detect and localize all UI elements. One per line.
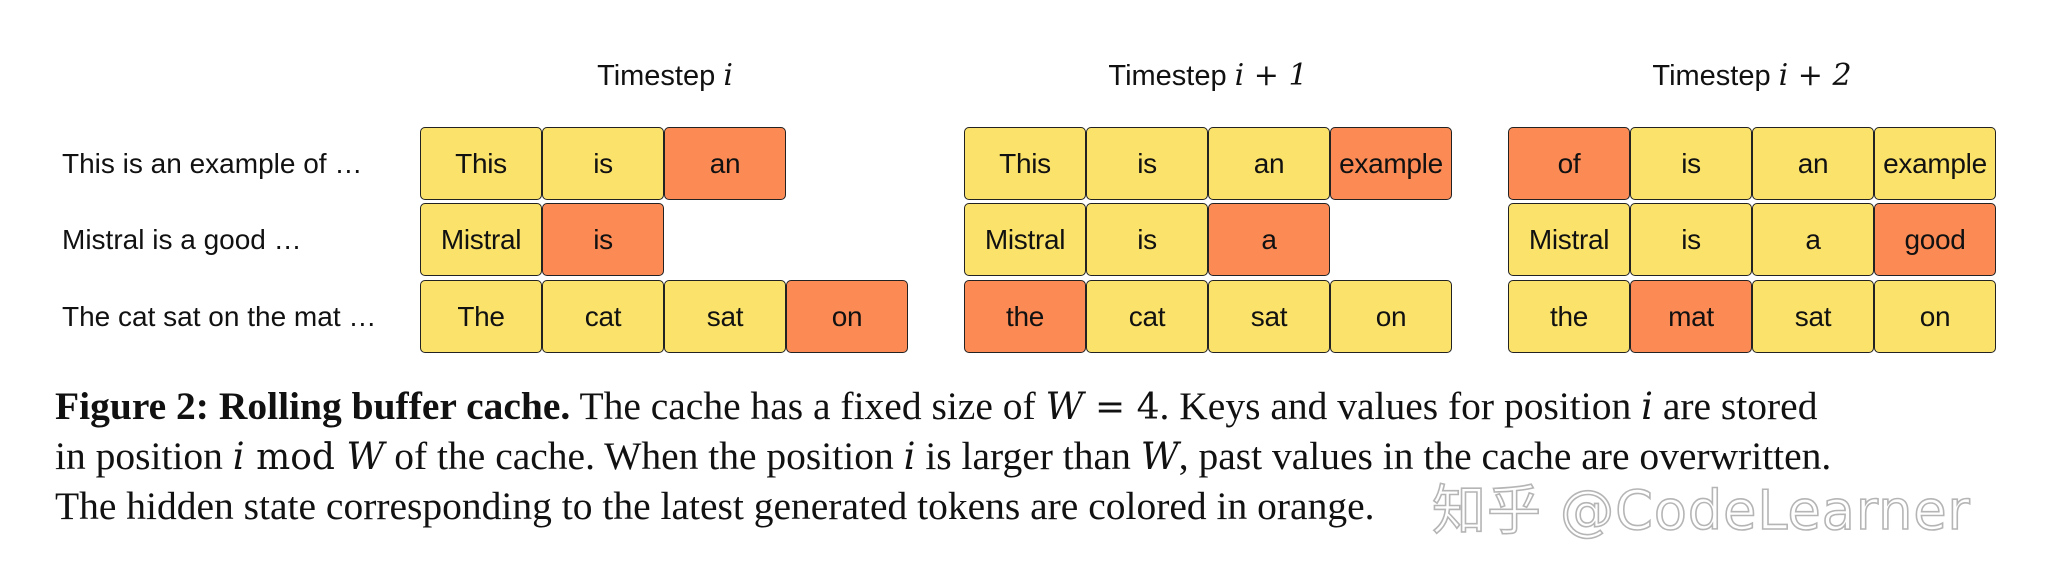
cache-cell: mat: [1630, 280, 1752, 353]
panel-title-text: Timestep: [1108, 60, 1235, 92]
cache-cell: the: [1508, 280, 1630, 353]
cache-cell: The: [420, 280, 542, 353]
caption-math: mod: [244, 437, 347, 478]
cache-cell: sat: [664, 280, 786, 353]
caption-label: Figure 2:: [55, 384, 209, 428]
cache-cell: Mistral: [420, 203, 542, 276]
cache-cell: This: [420, 127, 542, 200]
caption-math: W: [1045, 385, 1084, 428]
row-label-sequence-1: This is an example of …: [62, 148, 363, 179]
caption-math: i: [232, 435, 245, 478]
panel-title-text: Timestep: [1652, 60, 1779, 92]
panel-title-math: i + 1: [1234, 58, 1308, 93]
caption-math: i: [1641, 385, 1653, 428]
caption-line-3: The hidden state corresponding to the la…: [55, 484, 1375, 528]
caption-math: W: [346, 435, 385, 478]
caption-text: in position: [55, 434, 233, 478]
rolling-buffer-figure: Timestep i Timestep i + 1 Timestep i + 2…: [62, 58, 1996, 353]
cache-cell: Mistral: [964, 203, 1086, 276]
cache-cell: cat: [1086, 280, 1208, 353]
cache-cell: on: [1330, 280, 1452, 353]
cache-cell: example: [1874, 127, 1996, 200]
cache-cell: an: [1752, 127, 1874, 200]
caption-text: is larger than: [915, 434, 1141, 478]
caption-text: are stored: [1652, 384, 1818, 428]
cache-cell: on: [1874, 280, 1996, 353]
panel-title-math: i: [723, 58, 733, 93]
cache-cell: good: [1874, 203, 1996, 276]
cache-cell: the: [964, 280, 1086, 353]
figure-caption: Figure 2: Rolling buffer cache. The cach…: [55, 382, 2015, 531]
row-label-sequence-3: The cat sat on the mat …: [62, 301, 377, 332]
panel-title-math: i + 2: [1778, 58, 1852, 93]
cache-cell: an: [664, 127, 786, 200]
panel-title-timestep-i: Timestep i: [597, 58, 733, 93]
cache-cell: is: [1630, 127, 1752, 200]
cache-cell: This: [964, 127, 1086, 200]
caption-line-1: Figure 2: Rolling buffer cache. The cach…: [55, 382, 2015, 432]
caption-text: The cache has a fixed size of: [570, 384, 1046, 428]
cache-cell: is: [1086, 203, 1208, 276]
cache-cell: is: [542, 127, 664, 200]
cache-cell: on: [786, 280, 908, 353]
cache-cell: cat: [542, 280, 664, 353]
caption-text: . Keys and values for position: [1159, 384, 1642, 428]
caption-math: W: [1140, 435, 1179, 478]
row-label-sequence-2: Mistral is a good …: [62, 224, 302, 255]
caption-math: = 4: [1083, 387, 1160, 428]
panel-title-timestep-i-plus-1: Timestep i + 1: [1108, 58, 1307, 93]
watermark: 知乎 @CodeLearner: [1431, 478, 1971, 543]
cache-cell: an: [1208, 127, 1330, 200]
cache-cell: sat: [1208, 280, 1330, 353]
cache-cell: sat: [1752, 280, 1874, 353]
caption-math: i: [903, 435, 916, 478]
cache-cell: Mistral: [1508, 203, 1630, 276]
caption-text: of the cache. When the position: [384, 434, 904, 478]
cache-cell: is: [1630, 203, 1752, 276]
cache-cell: is: [542, 203, 664, 276]
cache-cell: a: [1752, 203, 1874, 276]
panel-title-timestep-i-plus-2: Timestep i + 2: [1652, 58, 1851, 93]
panel-title-text: Timestep: [597, 60, 724, 92]
caption-title: Rolling buffer cache.: [218, 384, 571, 428]
cache-cell: is: [1086, 127, 1208, 200]
caption-line-2: in position i mod W of the cache. When t…: [55, 432, 2015, 482]
cache-cell: example: [1330, 127, 1452, 200]
caption-text: , past values in the cache are overwritt…: [1178, 434, 1832, 478]
cache-cell: a: [1208, 203, 1330, 276]
cache-cell: of: [1508, 127, 1630, 200]
